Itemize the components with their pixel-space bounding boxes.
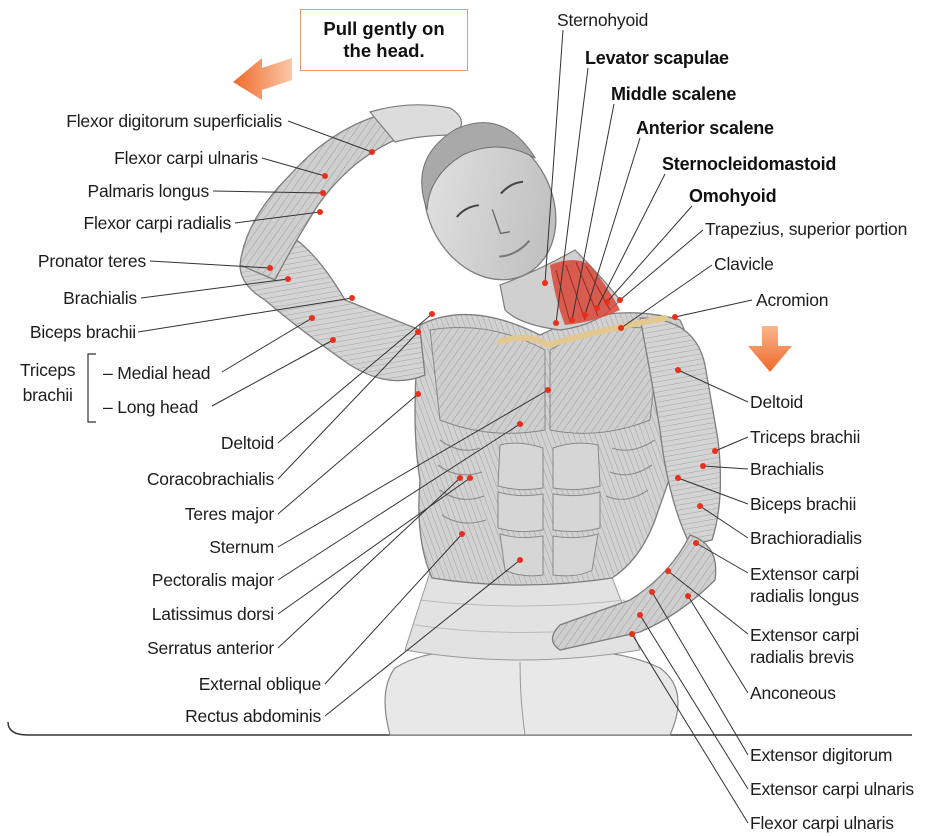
pull-arrow-down: [748, 326, 792, 372]
leader-line-long: [212, 340, 333, 406]
pectoral-right: [550, 328, 660, 434]
marker-dot-pl: [320, 190, 326, 196]
thighs: [385, 652, 678, 735]
leader-line-acromion: [675, 300, 752, 317]
label-long-head: – Long head: [103, 397, 198, 417]
marker-dot-fds: [369, 149, 375, 155]
label-sternum: Sternum: [209, 537, 274, 557]
left-forearm: [240, 115, 395, 280]
marker-dot-delt_l: [429, 311, 435, 317]
marker-dot-fcu_r: [629, 631, 635, 637]
leader-line-teres: [278, 394, 418, 514]
instruction-text: Pull gently on the head.: [323, 18, 444, 62]
marker-dot-scm: [594, 305, 600, 311]
label-middle-scalene: Middle scalene: [611, 84, 736, 104]
marker-dot-anconeous: [685, 593, 691, 599]
marker-dot-delt_r: [675, 367, 681, 373]
label-anterior-scalene: Anterior scalene: [636, 118, 774, 138]
leader-line-sternohyoid: [545, 30, 563, 283]
label-external-oblique: External oblique: [199, 674, 321, 694]
label-brachioradialis: Brachioradialis: [750, 528, 862, 548]
marker-dot-acromion: [672, 314, 678, 320]
pull-arrow-left: [233, 58, 292, 100]
label-anconeous: Anconeous: [750, 683, 836, 703]
pectoral-left: [430, 328, 545, 434]
label-biceps-brachii-right: Biceps brachii: [750, 494, 856, 514]
marker-dot-teres: [415, 391, 421, 397]
marker-dot-long: [330, 337, 336, 343]
marker-dot-ecu: [637, 612, 643, 618]
marker-dot-extdig: [649, 589, 655, 595]
marker-dot-pt: [267, 265, 273, 271]
label-biceps-brachii-left: Biceps brachii: [30, 322, 136, 342]
marker-dot-trap: [617, 297, 623, 303]
marker-dot-rectus: [517, 557, 523, 563]
label-trapezius-superior: Trapezius, superior portion: [705, 219, 907, 239]
instruction-callout: Pull gently on the head.: [300, 9, 468, 71]
marker-dot-brach_r: [700, 463, 706, 469]
marker-dot-lat: [467, 475, 473, 481]
label-sternocleidomastoid: Sternocleidomastoid: [662, 154, 836, 174]
leader-line-tri_r: [715, 437, 748, 451]
triceps-bracket: [88, 354, 96, 422]
leader-line-antscal: [585, 138, 640, 315]
label-extensor-carpi-ulnaris: Extensor carpi ulnaris: [750, 779, 914, 799]
label-clavicle: Clavicle: [714, 254, 774, 274]
label-flexor-carpi-ulnaris-right: Flexor carpi ulnaris: [750, 813, 894, 833]
marker-dot-clavicle: [618, 325, 624, 331]
label-triceps-brachii-group: Triceps brachii: [20, 358, 75, 408]
marker-dot-fcr: [317, 209, 323, 215]
label-sternohyoid: Sternohyoid: [557, 10, 648, 30]
marker-dot-bic_r: [675, 475, 681, 481]
label-flexor-carpi-ulnaris-left: Flexor carpi ulnaris: [114, 148, 258, 168]
marker-dot-omohyoid: [604, 299, 610, 305]
marker-dot-medial: [309, 315, 315, 321]
label-levator-scapulae: Levator scapulae: [585, 48, 729, 68]
label-acromion: Acromion: [756, 290, 828, 310]
marker-dot-serratus: [457, 475, 463, 481]
marker-dot-pect: [517, 421, 523, 427]
marker-dot-sternohyoid: [542, 280, 548, 286]
label-brachialis-right: Brachialis: [750, 459, 824, 479]
marker-dot-ecrb: [665, 568, 671, 574]
marker-dot-midscal: [569, 317, 575, 323]
marker-dot-sternum: [545, 387, 551, 393]
label-serratus-anterior: Serratus anterior: [147, 638, 274, 658]
marker-dot-fcu_l: [322, 173, 328, 179]
marker-dot-brach_l: [285, 276, 291, 282]
label-extensor-digitorum: Extensor digitorum: [750, 745, 892, 765]
label-brachialis-left: Brachialis: [63, 288, 137, 308]
label-extensor-carpi-radialis-brevis: Extensor carpi radialis brevis: [750, 624, 859, 668]
label-flexor-digitorum-superficialis: Flexor digitorum superficialis: [66, 111, 282, 131]
label-palmaris-longus: Palmaris longus: [88, 181, 210, 201]
label-pronator-teres: Pronator teres: [38, 251, 146, 271]
marker-dot-coraco: [415, 329, 421, 335]
leader-line-scm: [597, 174, 665, 308]
marker-dot-bic_l: [349, 295, 355, 301]
marker-dot-ecrl: [693, 540, 699, 546]
marker-dot-tri_r: [712, 448, 718, 454]
marker-dot-extobl: [459, 531, 465, 537]
label-deltoid-right: Deltoid: [750, 392, 803, 412]
label-pectoralis-major: Pectoralis major: [152, 570, 274, 590]
label-rectus-abdominis: Rectus abdominis: [185, 706, 321, 726]
label-triceps-brachii-right: Triceps brachii: [750, 427, 860, 447]
marker-dot-levator: [553, 320, 559, 326]
label-teres-major: Teres major: [185, 504, 274, 524]
label-extensor-carpi-radialis-longus: Extensor carpi radialis longus: [750, 563, 859, 607]
marker-dot-brachiorad: [697, 503, 703, 509]
label-flexor-carpi-radialis: Flexor carpi radialis: [83, 213, 231, 233]
label-coracobrachialis: Coracobrachialis: [147, 469, 274, 489]
label-latissimus-dorsi: Latissimus dorsi: [152, 604, 274, 624]
label-omohyoid: Omohyoid: [689, 186, 776, 206]
label-deltoid-left: Deltoid: [221, 433, 274, 453]
leader-line-medial: [222, 318, 312, 372]
label-medial-head: – Medial head: [103, 363, 210, 383]
marker-dot-antscal: [582, 312, 588, 318]
